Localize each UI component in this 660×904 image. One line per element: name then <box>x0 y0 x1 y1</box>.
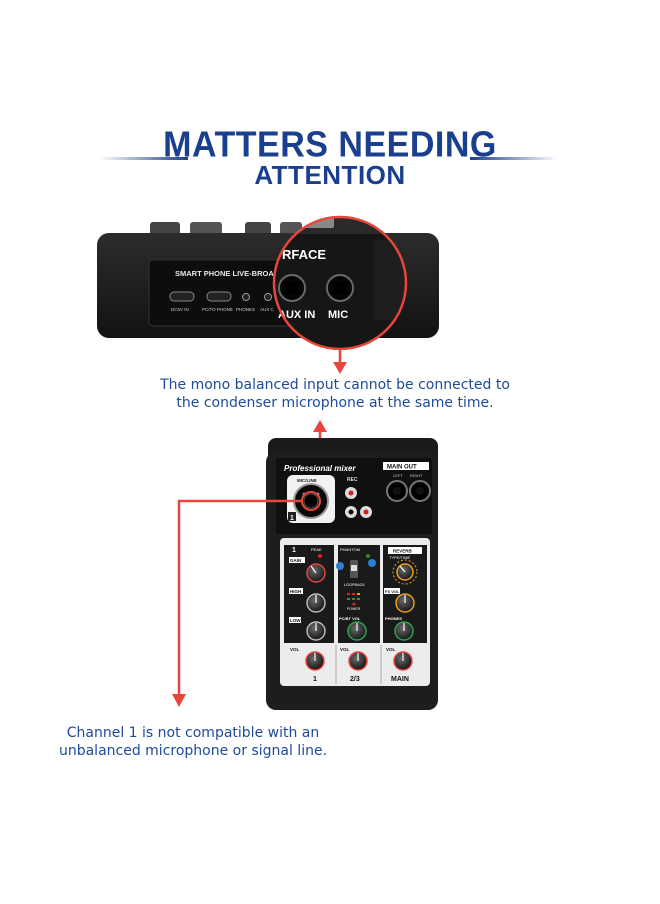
pc-bt-vol-label: PC/BT VOL <box>339 616 361 621</box>
loopback-label: LOOPBACK <box>344 583 365 587</box>
reverb-label: REVERB <box>393 549 413 554</box>
page-title-line2: ATTENTION <box>254 160 406 190</box>
right-label: RIGHT <box>410 473 423 478</box>
zoom-mic-label: MIC <box>328 309 348 321</box>
vol-label-2: VOL <box>340 647 350 652</box>
gain-label: GAIN <box>290 558 301 563</box>
zoom-aux-in-label: AUX IN <box>278 309 315 321</box>
mic-line-label: MIC/LINE <box>297 478 317 483</box>
left-label: LEFT <box>393 473 403 478</box>
fx-vol-label: FX VOL <box>385 589 400 594</box>
vol-label-1: VOL <box>290 647 300 652</box>
zoom-callout: RFACE AUX IN MIC <box>272 215 408 351</box>
low-label: LOW <box>290 618 301 623</box>
strip-label-main: MAIN <box>391 676 409 683</box>
zoom-brand-text: RFACE <box>282 247 326 262</box>
port-dc5v-label: DC5V IN <box>171 307 189 312</box>
port-phones-label: PHONES <box>236 307 255 312</box>
phones-label: PHONES <box>385 616 402 621</box>
strip-label-2-3: 2/3 <box>350 676 360 683</box>
mixer-name: Professional mixer <box>284 464 356 473</box>
phantom-label: PHANTOM <box>340 547 360 552</box>
port-pc-phone-label: PC/TO PHONE <box>202 307 233 312</box>
peak-label: PEAK <box>311 547 322 552</box>
callout-arrow-down <box>333 349 347 374</box>
rear-brand-text: SMART PHONE LIVE-BROAD <box>175 269 280 278</box>
type-time-label: TYPE/TIME <box>389 555 410 560</box>
page-title-line1: MATTERS NEEDING <box>163 125 497 165</box>
power-label: POWER <box>347 607 361 611</box>
rec-label: REC <box>347 477 358 483</box>
title-rule-right <box>470 157 558 160</box>
strip-1-top-label: 1 <box>292 547 296 554</box>
strip-label-1: 1 <box>313 676 317 683</box>
high-label: HIGH <box>290 589 301 594</box>
channel-number: 1 <box>290 515 294 522</box>
vol-label-main: VOL <box>386 647 396 652</box>
mixer: Professional mixer MAIN OUT LEFT RIGHT M… <box>266 438 438 710</box>
channel-1-note: Channel 1 is not compatible with an unba… <box>58 725 328 759</box>
main-out-label: MAIN OUT <box>387 465 417 471</box>
title-rule-left <box>100 157 188 160</box>
mono-input-note: The mono balanced input cannot be connec… <box>160 377 510 411</box>
port-aux-label: AUX C <box>260 307 275 312</box>
channel-callout <box>172 491 321 707</box>
